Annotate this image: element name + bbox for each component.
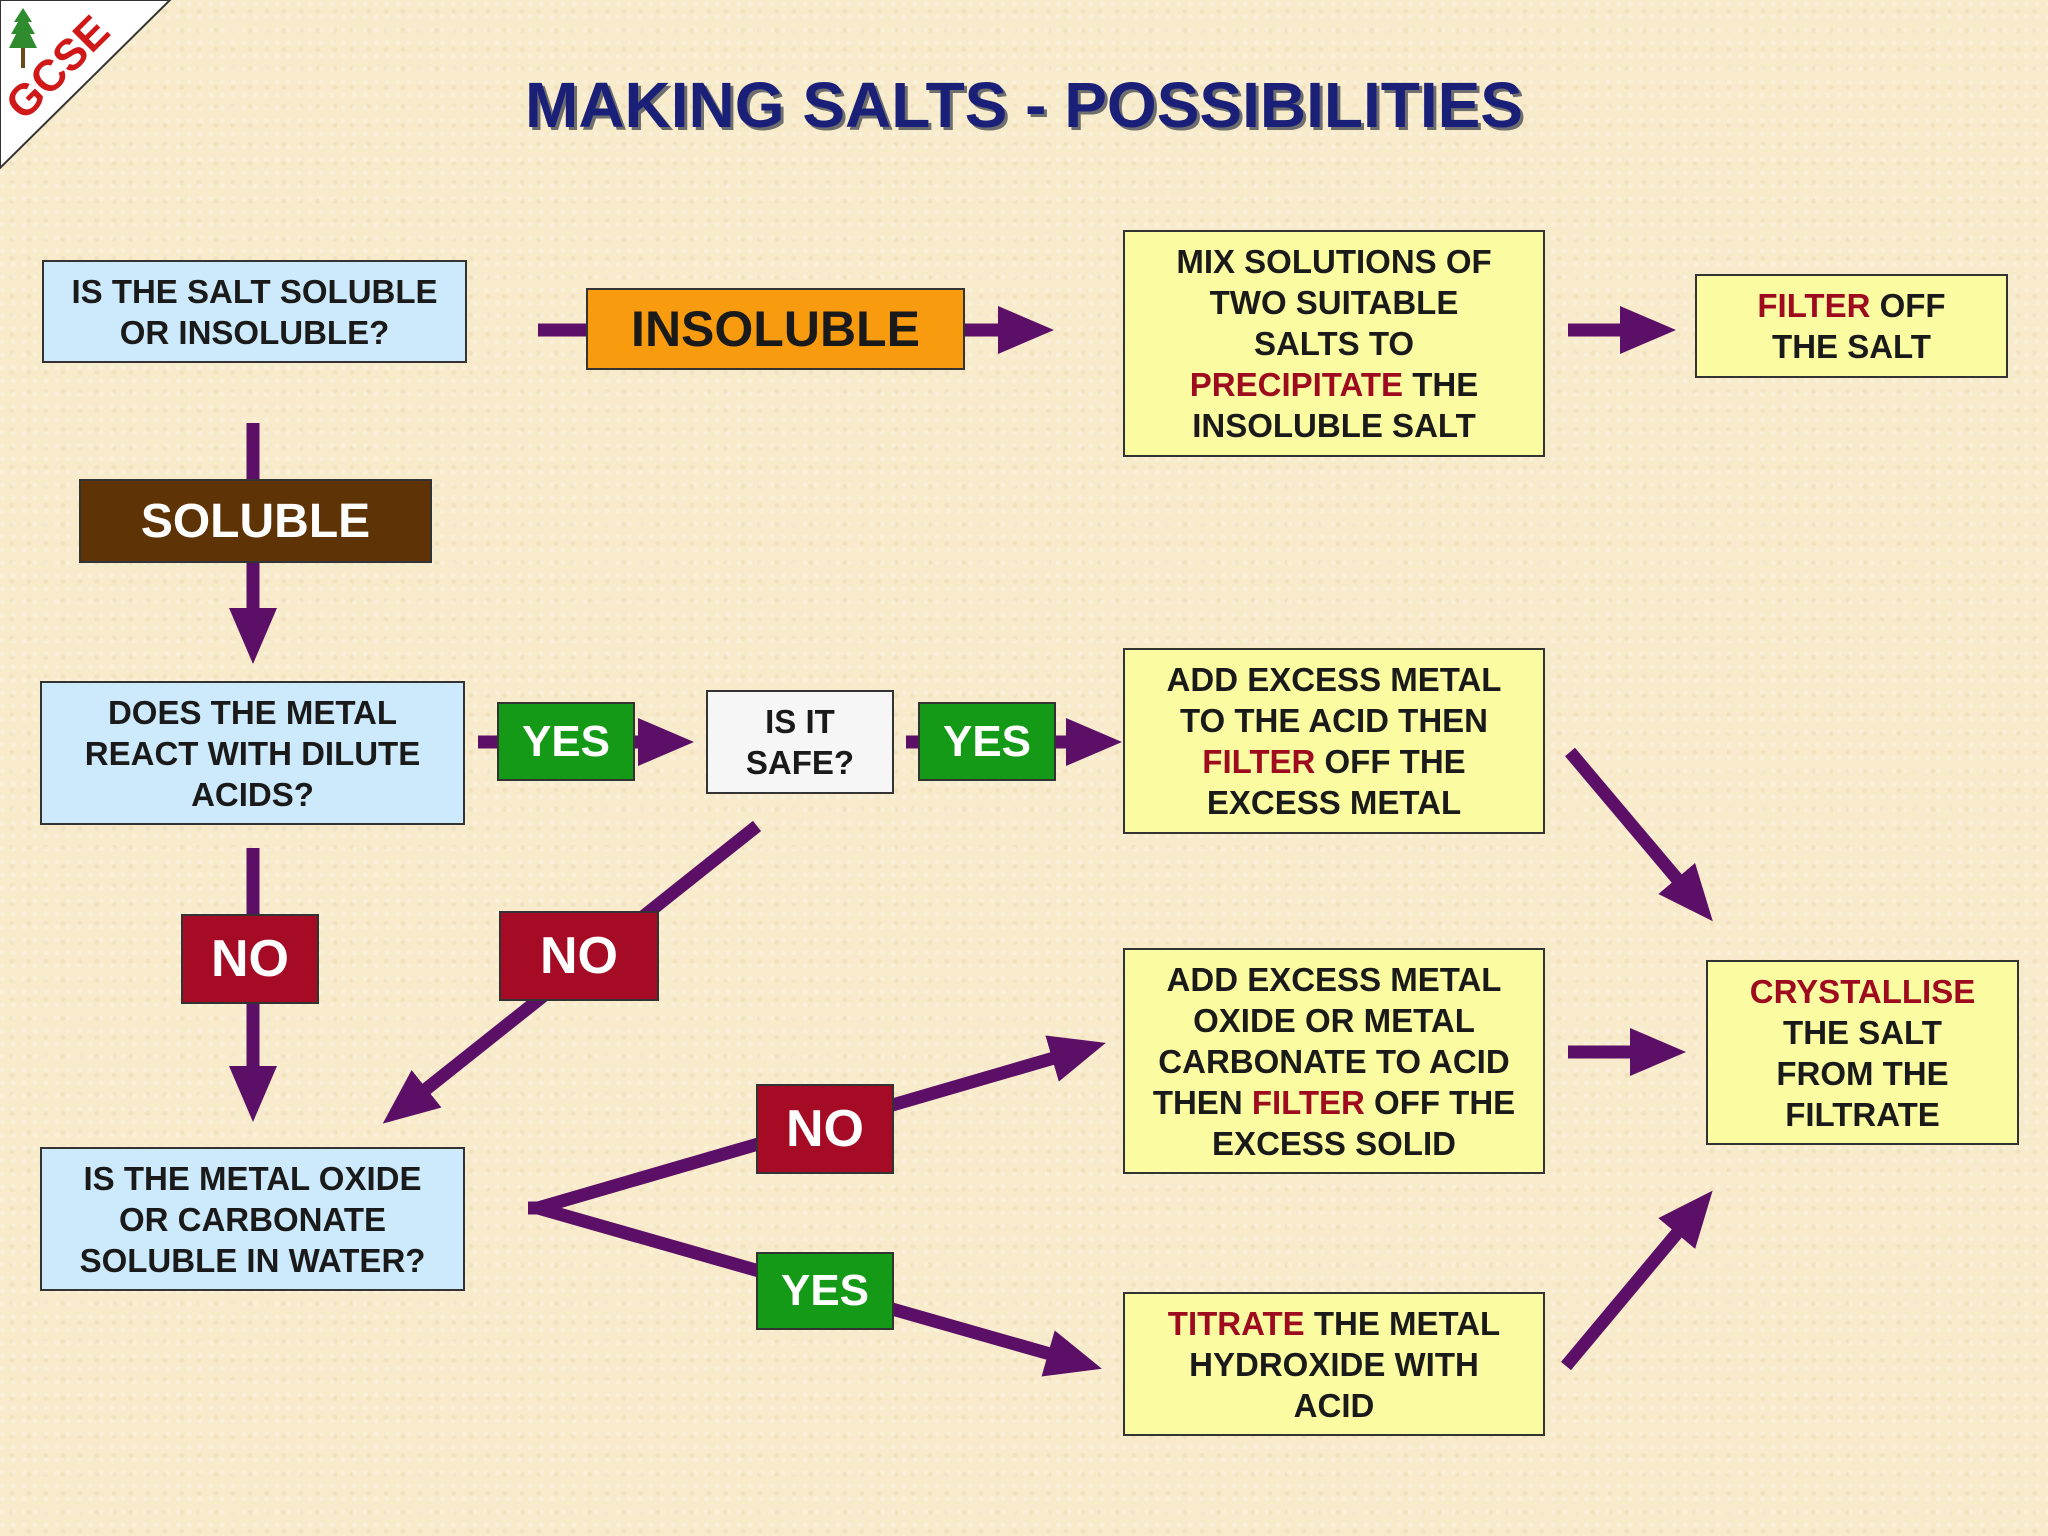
label-soluble-text: SOLUBLE <box>140 494 371 548</box>
action-excess-oxide-line3: CARBONATE TO ACID <box>1158 1042 1510 1080</box>
action-excess-oxide-line4-start: THEN <box>1152 1083 1252 1121</box>
gcse-logo: GCSE <box>0 0 172 170</box>
label-no-oxide: NO <box>756 1084 894 1174</box>
action-excess-oxide-line5: EXCESS SOLID <box>1212 1124 1456 1162</box>
label-yes-oxide-text: YES <box>780 1266 870 1315</box>
action-excess-metal: ADD EXCESS METAL TO THE ACID THEN FILTER… <box>1123 648 1545 834</box>
action-titrate-line3: ACID <box>1293 1386 1375 1424</box>
keyword-precipitate: PRECIPITATE <box>1189 366 1404 403</box>
arrow-titrate-to-crystallise <box>1561 1190 1713 1371</box>
action-filter-salt-line1: OFF <box>1870 287 1946 324</box>
action-crystallise-line4: FILTRATE <box>1785 1095 1940 1133</box>
action-precipitate-line5: INSOLUBLE SALT <box>1192 407 1476 444</box>
arrow-metal-to-crystallise <box>1565 747 1713 922</box>
action-crystallise-line2: THE SALT <box>1783 1013 1942 1051</box>
question-metal-reacts-line3: ACIDS? <box>191 775 314 813</box>
action-crystallise-line3: FROM THE <box>1776 1054 1949 1092</box>
keyword-titrate: TITRATE <box>1167 1304 1305 1342</box>
action-precipitate-line1: MIX SOLUTIONS OF <box>1176 243 1492 280</box>
action-crystallise: CRYSTALLISE THE SALT FROM THE FILTRATE <box>1706 960 2019 1145</box>
action-excess-metal-line2: TO THE ACID THEN <box>1179 702 1488 739</box>
action-excess-metal-line4: EXCESS METAL <box>1206 784 1462 821</box>
action-precipitate-line3: SALTS TO <box>1253 325 1415 362</box>
keyword-filter: FILTER <box>1251 1083 1365 1121</box>
action-titrate-line1: THE METAL <box>1304 1304 1501 1342</box>
label-no-safe: NO <box>499 911 659 1001</box>
action-titrate: TITRATE THE METAL HYDROXIDE WITH ACID <box>1123 1292 1545 1436</box>
action-excess-oxide-line2: OXIDE OR METAL <box>1193 1001 1475 1039</box>
label-yes-react-text: YES <box>521 716 611 766</box>
question-oxide-soluble-line2: OR CARBONATE <box>118 1200 387 1238</box>
action-precipitate-line4: THE <box>1403 366 1479 403</box>
action-excess-metal-line1: ADD EXCESS METAL <box>1166 661 1502 698</box>
question-metal-reacts-line1: DOES THE METAL <box>107 693 398 731</box>
label-no-oxide-text: NO <box>786 1100 864 1158</box>
question-oxide-soluble-line3: SOLUBLE IN WATER? <box>79 1241 426 1279</box>
action-filter-salt: FILTER OFF THE SALT <box>1695 274 2008 378</box>
label-yes-safe: YES <box>918 702 1056 781</box>
question-is-it-safe-line2: SAFE? <box>745 744 855 781</box>
question-is-it-safe: IS IT SAFE? <box>706 690 894 794</box>
action-precipitate-line2: TWO SUITABLE <box>1209 284 1459 321</box>
action-excess-oxide-line4-end: OFF THE <box>1364 1083 1516 1121</box>
label-yes-react: YES <box>497 702 635 781</box>
question-oxide-soluble-line1: IS THE METAL OXIDE <box>83 1159 422 1197</box>
label-insoluble-text: INSOLUBLE <box>631 301 920 357</box>
action-titrate-line2: HYDROXIDE WITH <box>1189 1345 1479 1383</box>
label-soluble: SOLUBLE <box>79 479 432 563</box>
page-title: MAKING SALTS - POSSIBILITIES <box>525 69 1523 141</box>
action-excess-metal-line3: OFF THE <box>1315 743 1466 780</box>
label-yes-safe-text: YES <box>942 716 1032 766</box>
question-salt-soluble-line1: IS THE SALT SOLUBLE <box>71 272 438 310</box>
keyword-filter: FILTER <box>1202 743 1316 780</box>
label-yes-oxide: YES <box>756 1252 894 1330</box>
tree-icon <box>9 8 37 68</box>
action-filter-salt-line2: THE SALT <box>1772 328 1931 365</box>
label-insoluble: INSOLUBLE <box>586 288 965 370</box>
label-no-react: NO <box>181 914 319 1004</box>
label-no-react-text: NO <box>211 930 289 988</box>
action-precipitate: MIX SOLUTIONS OF TWO SUITABLE SALTS TO P… <box>1123 230 1545 457</box>
question-salt-soluble-line2: OR INSOLUBLE? <box>119 313 390 351</box>
question-is-it-safe-line1: IS IT <box>765 703 835 740</box>
label-no-safe-text: NO <box>540 927 618 985</box>
action-excess-oxide-line1: ADD EXCESS METAL <box>1166 960 1502 998</box>
keyword-crystallise: CRYSTALLISE <box>1749 972 1976 1010</box>
question-metal-reacts-line2: REACT WITH DILUTE <box>84 734 421 772</box>
action-excess-oxide: ADD EXCESS METAL OXIDE OR METAL CARBONAT… <box>1123 948 1545 1174</box>
keyword-filter: FILTER <box>1757 287 1871 324</box>
